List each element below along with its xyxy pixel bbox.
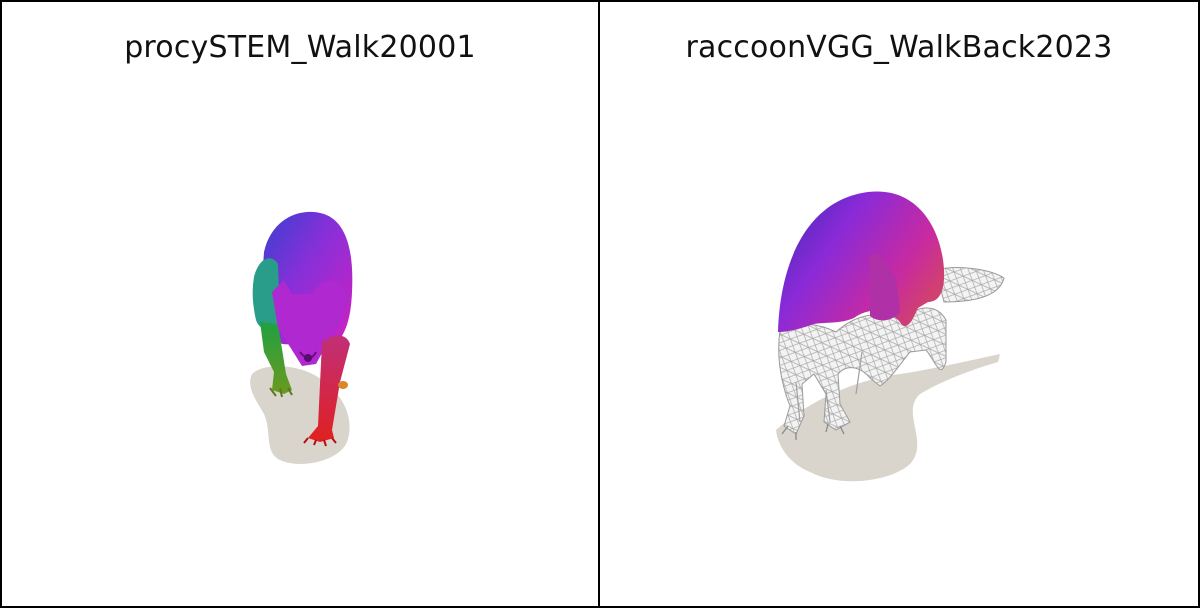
mesh-leg-left bbox=[260, 322, 292, 394]
mesh-flank bbox=[252, 258, 280, 331]
mesh-tail bbox=[935, 267, 1005, 303]
mesh-wireframe bbox=[778, 307, 947, 435]
mesh-raised-paw bbox=[869, 253, 900, 321]
left-render bbox=[250, 211, 353, 464]
right-panel-title: raccoonVGG_WalkBack2023 bbox=[685, 30, 1113, 65]
mesh-head bbox=[272, 280, 348, 366]
left-panel: procySTEM_Walk20001 bbox=[2, 2, 600, 606]
mesh-leg-right bbox=[308, 335, 350, 442]
mesh-body bbox=[778, 191, 945, 332]
shadow bbox=[776, 354, 1000, 482]
right-panel: raccoonVGG_WalkBack2023 bbox=[600, 2, 1198, 606]
left-panel-title: procySTEM_Walk20001 bbox=[124, 30, 476, 65]
right-render bbox=[776, 191, 1005, 482]
